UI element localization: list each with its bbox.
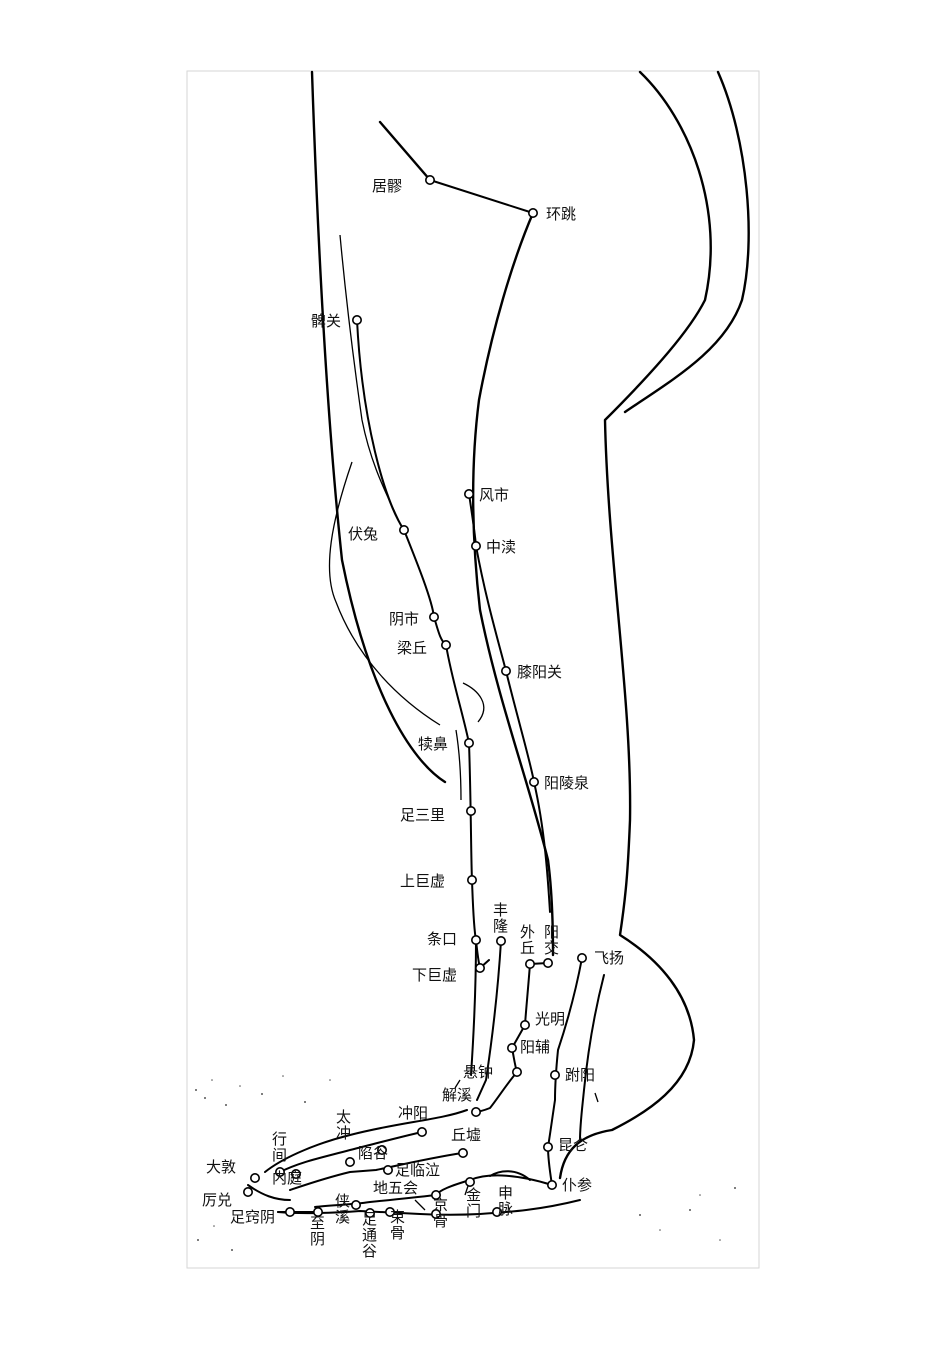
jinmen-label: 金门	[466, 1186, 481, 1220]
xiangu-point	[344, 1157, 355, 1168]
zuqiaoyin-point	[284, 1207, 295, 1218]
zuqiaoyin-label: 足窍阴	[230, 1208, 275, 1226]
diwuhui-point	[430, 1190, 441, 1201]
liangqiu-point	[440, 639, 451, 650]
pucan-label: 仆参	[562, 1176, 592, 1194]
xuanzhong-point	[511, 1067, 522, 1078]
zhiyin-label: 至阴	[310, 1214, 325, 1248]
yangjiao-point	[542, 957, 553, 968]
xiaxi-label: 侠溪	[335, 1192, 350, 1226]
juliao-label: 居髎	[372, 177, 402, 195]
fengshi-label: 风市	[479, 486, 509, 504]
qiuxu-label: 丘墟	[451, 1126, 481, 1144]
shugu-label: 束骨	[390, 1208, 405, 1242]
zhongdu-point	[470, 540, 481, 551]
yangjiao-label: 阳交	[544, 923, 559, 957]
fuyang-label: 跗阳	[565, 1066, 595, 1084]
zutonggu-point	[364, 1208, 375, 1219]
kunlun-label: 昆仑	[558, 1136, 588, 1154]
biguan-label: 髀关	[311, 312, 341, 330]
xiajuxu-point	[474, 962, 485, 973]
shugu-point	[384, 1207, 395, 1218]
neiting-label: 内庭	[272, 1169, 302, 1187]
tiaokou-point	[470, 934, 481, 945]
shangjuxu-point	[466, 874, 477, 885]
jinggu-label: 京骨	[433, 1196, 448, 1230]
guangming-point	[519, 1019, 530, 1030]
tiaokou-label: 条口	[427, 930, 457, 948]
chongyang-point	[416, 1127, 427, 1138]
jiexi-label: 解溪	[442, 1086, 472, 1104]
zutonggu-label: 足通谷	[362, 1210, 377, 1260]
taichong-point	[376, 1145, 387, 1156]
xiangu-label: 陷谷	[358, 1144, 388, 1162]
zhiyin-point	[312, 1207, 323, 1218]
futu-point	[398, 524, 409, 535]
kunlun-point	[542, 1142, 553, 1153]
taichong-label: 太冲	[336, 1108, 351, 1142]
xiaxi-point	[350, 1200, 361, 1211]
yinshi-label: 阴市	[389, 610, 419, 628]
xiyangguan-label: 膝阳关	[517, 663, 562, 681]
dadun-point	[250, 1173, 261, 1184]
yanglingquan-point	[528, 776, 539, 787]
qiuxu-point	[457, 1148, 468, 1159]
yangfu-point	[506, 1043, 517, 1054]
waiqiu-point	[524, 958, 535, 969]
chongyang-label: 冲阳	[398, 1104, 428, 1122]
fengshi-point	[463, 488, 474, 499]
dubi-point	[463, 737, 474, 748]
feiyang-label: 飞扬	[594, 949, 624, 967]
pucan-point	[546, 1180, 557, 1191]
shenmai-label: 申脉	[498, 1184, 513, 1218]
lidui-point	[243, 1187, 254, 1198]
xuanzhong-label: 悬钟	[463, 1063, 493, 1081]
xiajuxu-label: 下巨虚	[412, 966, 457, 984]
waiqiu-label: 外丘	[520, 923, 535, 957]
yinshi-point	[428, 611, 439, 622]
huantiao-label: 环跳	[546, 205, 576, 223]
zusanli-point	[465, 805, 476, 816]
acupoint-markers	[243, 175, 587, 1220]
neiting-point	[290, 1169, 301, 1180]
leg-outline	[310, 70, 750, 1180]
liangqiu-label: 梁丘	[397, 639, 427, 657]
huantiao-point	[527, 208, 538, 219]
biguan-point	[351, 314, 362, 325]
shenmai-point	[491, 1207, 502, 1218]
fenglong-point	[495, 935, 506, 946]
xingjian-point	[274, 1167, 285, 1178]
zhongdu-label: 中渎	[486, 538, 516, 556]
fuyang-point	[549, 1070, 560, 1081]
dubi-label: 犊鼻	[418, 735, 448, 753]
ink-speckles	[195, 1075, 736, 1251]
dadun-label: 大敦	[206, 1158, 236, 1176]
jinggu-point	[430, 1209, 441, 1220]
futu-label: 伏兔	[348, 525, 378, 543]
juliao-point	[424, 175, 435, 186]
feiyang-point	[576, 952, 587, 963]
zulinqi-label: 足临泣	[395, 1161, 440, 1179]
jiexi-point	[470, 1107, 481, 1118]
jinmen-point	[464, 1177, 475, 1188]
shangjuxu-label: 上巨虚	[400, 872, 445, 890]
meridian-lines	[247, 179, 605, 1216]
zulinqi-point	[382, 1165, 393, 1176]
zusanli-label: 足三里	[400, 806, 445, 824]
xiyangguan-point	[500, 665, 511, 676]
diwuhui-label: 地五会	[373, 1179, 418, 1197]
yangfu-label: 阳辅	[520, 1038, 550, 1056]
yanglingquan-label: 阳陵泉	[544, 774, 589, 792]
guangming-label: 光明	[535, 1010, 565, 1028]
fenglong-label: 丰隆	[493, 901, 508, 935]
xingjian-label: 行间	[272, 1130, 287, 1164]
figure-frame	[186, 70, 760, 1269]
lidui-label: 厉兑	[202, 1191, 232, 1209]
